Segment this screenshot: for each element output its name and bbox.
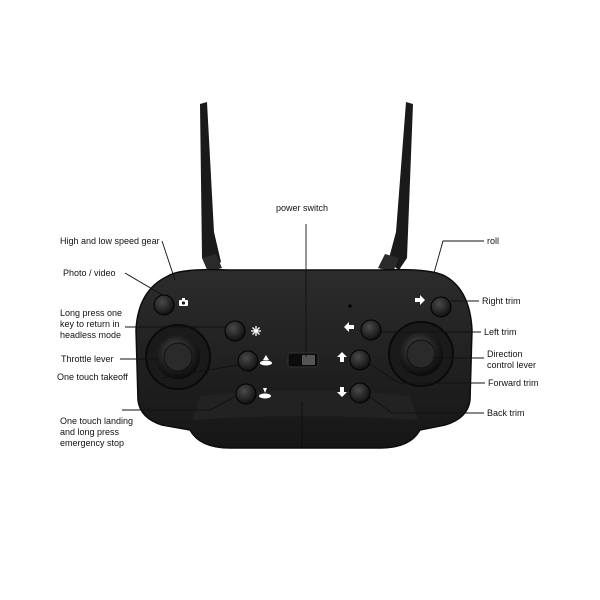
label-direction: Direction control lever: [487, 349, 537, 370]
right-antenna: [378, 102, 413, 272]
arrow-right-icon: [415, 295, 425, 305]
back-trim-button[interactable]: [349, 382, 371, 404]
leader-forward-trim: [369, 363, 485, 384]
leader-roll: [433, 240, 484, 274]
label-speed-gear: High and low speed gear: [60, 236, 160, 246]
takeoff-button[interactable]: [237, 350, 259, 372]
arrow-left-icon: [344, 322, 354, 332]
label-back-trim: Back trim: [487, 408, 525, 418]
landing-button[interactable]: [235, 383, 257, 405]
label-takeoff: One touch takeoff: [57, 372, 128, 382]
label-roll: roll: [487, 236, 500, 246]
forward-trim-button[interactable]: [349, 349, 371, 371]
leader-lines: [120, 224, 485, 414]
label-forward-trim: Forward trim: [488, 378, 539, 388]
leader-back-trim: [369, 396, 484, 414]
leader-takeoff: [161, 364, 239, 379]
arrow-up-icon: [337, 352, 347, 362]
direction-control-lever[interactable]: [388, 321, 454, 387]
leader-speed-gear: [161, 240, 176, 281]
label-photo-video: Photo / video: [63, 268, 116, 278]
label-right-trim: Right trim: [482, 296, 521, 306]
left-trim-button[interactable]: [360, 319, 382, 341]
label-left-trim: Left trim: [484, 327, 517, 337]
arrow-down-icon: [337, 387, 347, 397]
power-switch[interactable]: [287, 352, 319, 368]
headless-icon: [251, 326, 261, 336]
label-throttle: Throttle lever: [61, 354, 114, 364]
label-power-switch: power switch: [276, 203, 329, 213]
status-led: [348, 304, 352, 308]
left-antenna: [200, 102, 222, 272]
headless-button[interactable]: [224, 320, 246, 342]
photo-video-button[interactable]: [153, 294, 175, 316]
label-landing: One touch landing and long press emergen…: [60, 416, 134, 448]
right-trim-button[interactable]: [430, 296, 452, 318]
throttle-lever[interactable]: [145, 324, 211, 390]
takeoff-icon: [260, 355, 272, 366]
landing-icon: [259, 388, 271, 399]
label-headless: Long press one key to return in headless…: [60, 308, 123, 340]
leader-photo-video: [124, 272, 165, 297]
leader-landing: [122, 395, 237, 411]
camera-icon: [179, 298, 188, 306]
